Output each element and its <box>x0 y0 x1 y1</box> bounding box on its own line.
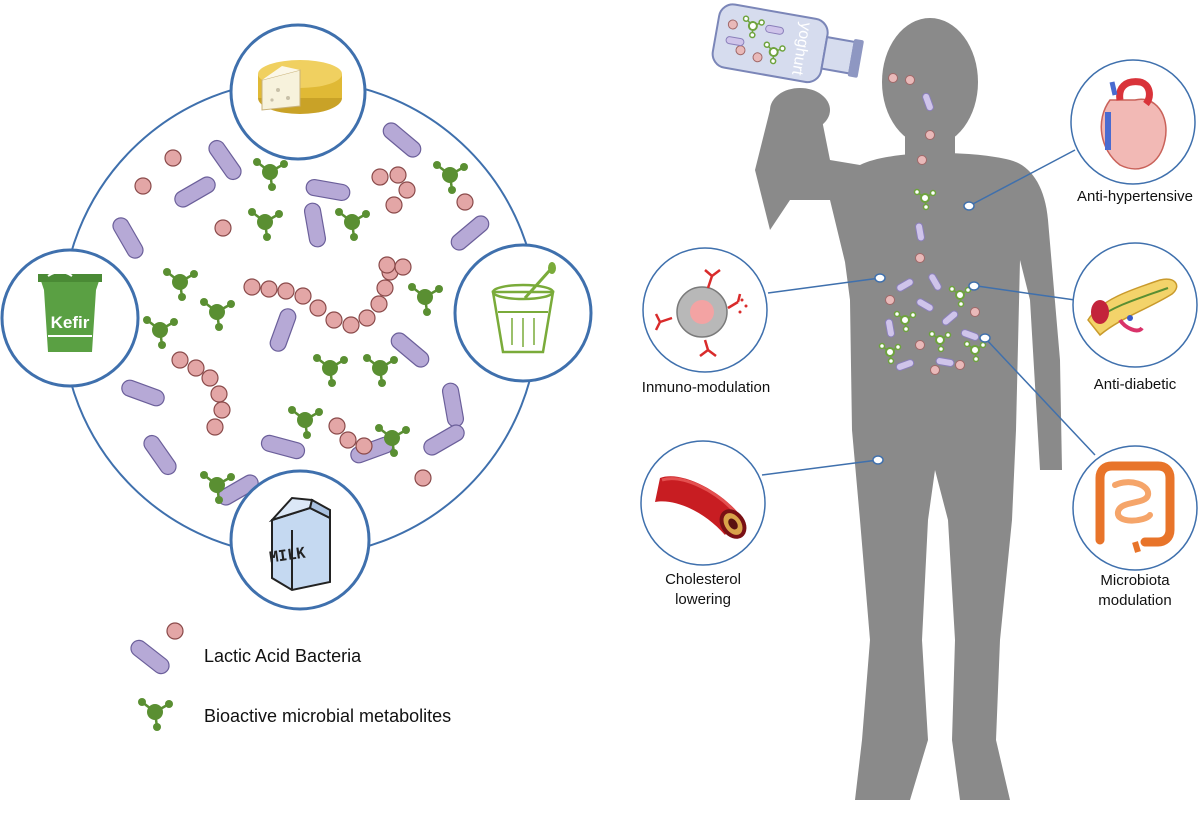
effect-microbiota-modulation: Microbiota modulation <box>1072 445 1198 609</box>
artery-icon <box>655 476 747 539</box>
label-microbiota-line2: modulation <box>1098 592 1171 609</box>
effect-inmuno-modulation: Inmuno-modulation <box>642 247 770 396</box>
anchor-dots <box>872 201 991 465</box>
yogurt-product <box>453 243 593 383</box>
milk-carton-icon: MILK <box>268 496 331 592</box>
legend-metabolites-label: Bioactive microbial metabolites <box>204 706 451 726</box>
heart-icon <box>1100 78 1167 170</box>
cheese-icon <box>258 60 342 114</box>
human-silhouette <box>755 18 1062 800</box>
legend: Lactic Acid Bacteria Bioactive microbial… <box>127 622 451 733</box>
label-anti-hypertensive: Anti-hypertensive <box>1077 188 1193 205</box>
milk-product: MILK <box>229 469 371 611</box>
effect-anti-diabetic: Anti-diabetic <box>1072 242 1198 393</box>
kefir-product: Kefir <box>0 248 140 388</box>
dairy-microbe-panel: Kefir MILK <box>0 23 593 611</box>
label-anti-diabetic: Anti-diabetic <box>1094 376 1177 393</box>
kefir-label: Kefir <box>51 313 90 332</box>
milk-label: MILK <box>268 544 306 567</box>
kefir-cup-icon: Kefir <box>38 271 102 352</box>
legend-bacteria-label: Lactic Acid Bacteria <box>204 646 362 666</box>
label-inmuno-modulation: Inmuno-modulation <box>642 379 770 396</box>
label-cholesterol-line1: Cholesterol <box>665 571 741 588</box>
effect-cholesterol-lowering: Cholesterol lowering <box>640 440 766 608</box>
intestine-icon <box>1095 461 1175 553</box>
yogurt-cup-icon <box>491 262 556 354</box>
connectors <box>761 149 1096 476</box>
pancreas-icon <box>1087 278 1178 337</box>
yoghurt-bottle: yoghurt <box>711 3 864 84</box>
label-cholesterol-line2: lowering <box>675 591 731 608</box>
effect-anti-hypertensive: Anti-hypertensive <box>1070 59 1196 205</box>
human-panel: yoghurt <box>640 3 1198 800</box>
cheese-product <box>229 23 367 161</box>
immune-cell-icon <box>654 269 748 357</box>
label-microbiota-line1: Microbiota <box>1100 572 1170 589</box>
